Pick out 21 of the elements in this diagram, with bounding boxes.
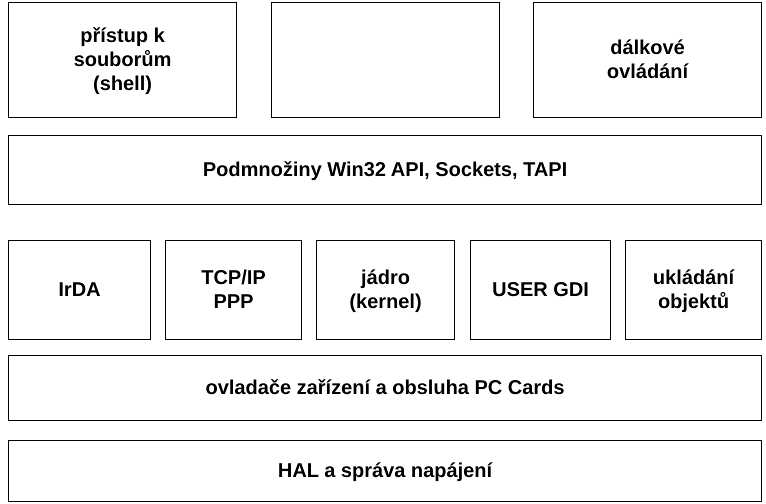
layer-box <box>8 440 762 502</box>
layer-box <box>8 2 237 118</box>
layer-label: přístup k souborům (shell) <box>72 24 172 96</box>
layer-label: jádro (kernel) <box>348 266 423 314</box>
layer-box <box>470 240 611 340</box>
layer-label: ovladače zařízení a obsluha PC Cards <box>205 376 564 400</box>
layer-box <box>8 355 762 421</box>
layer-box <box>8 135 762 205</box>
layer-label: TCP/IP PPP <box>200 266 267 314</box>
layer-label: dálkové ovládání <box>606 36 690 84</box>
layer-label: USER GDI <box>492 278 589 302</box>
layer-box <box>316 240 455 340</box>
layer-label: HAL a správa napájení <box>278 459 492 483</box>
layer-label: IrDA <box>58 278 101 302</box>
layer-label: Podmnožiny Win32 API, Sockets, TAPI <box>202 158 568 182</box>
layer-box <box>271 2 500 118</box>
layer-label: ukládání objektů <box>652 266 736 314</box>
layer-box <box>533 2 762 118</box>
layer-box <box>8 240 151 340</box>
layer-box <box>165 240 302 340</box>
layer-box <box>625 240 762 340</box>
